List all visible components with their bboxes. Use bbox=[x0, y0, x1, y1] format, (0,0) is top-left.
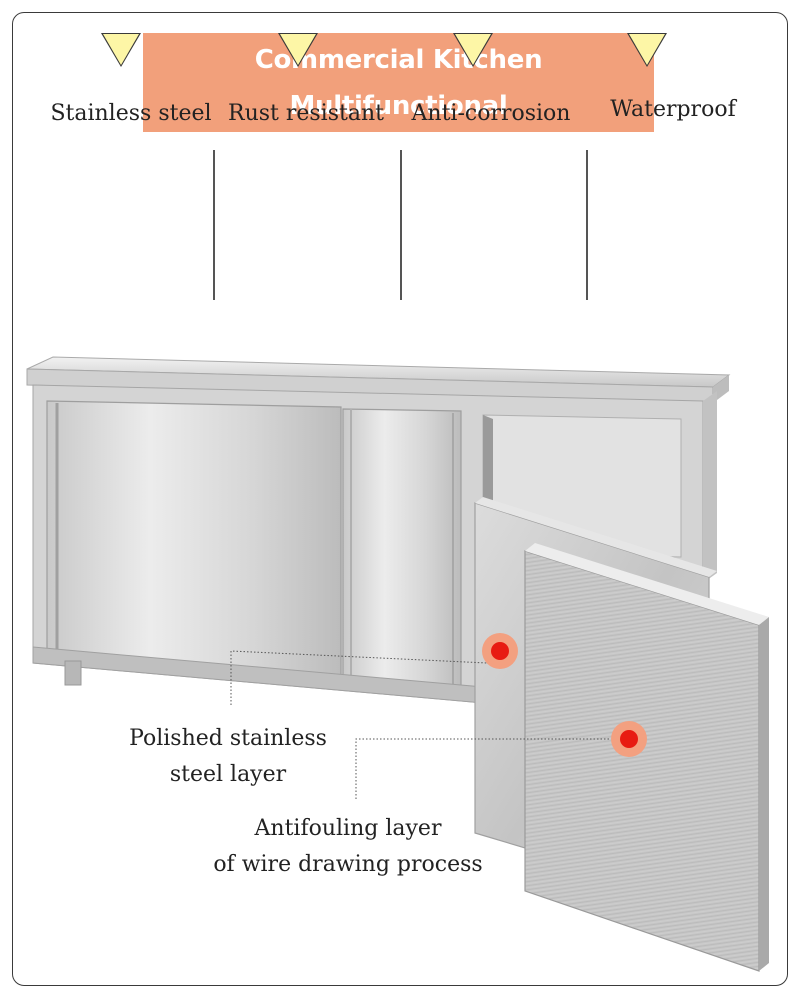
sliding-door-left bbox=[46, 400, 342, 678]
annotation-antifouling: Antifouling layer of wire drawing proces… bbox=[208, 811, 488, 883]
triangle-down-icon bbox=[453, 33, 493, 67]
feature-divider bbox=[400, 150, 402, 300]
cabinet-illustration bbox=[26, 356, 769, 972]
title-line-2: Workbench Cabinet bbox=[257, 137, 540, 167]
feature-label: Anti-corrosion bbox=[411, 101, 571, 126]
loose-door-front bbox=[524, 550, 760, 972]
annotation-polished: Polished stainless steel layer bbox=[103, 721, 353, 793]
title-banner: Commercial Kitchen Multifunctional Workb… bbox=[143, 33, 654, 167]
leader-line-polished bbox=[230, 650, 488, 705]
feature-label: Stainless steel bbox=[50, 101, 212, 126]
feature-waterproof: Waterproof bbox=[593, 13, 753, 165]
marker-polished-layer bbox=[482, 633, 518, 669]
annotation-polished-line-2: steel layer bbox=[169, 762, 287, 787]
leader-line-antifouling bbox=[355, 738, 609, 799]
annotation-antifouling-line-2: of wire drawing process bbox=[213, 852, 483, 877]
marker-antifouling-layer bbox=[611, 721, 647, 757]
feature-divider bbox=[586, 150, 588, 300]
feature-stainless-steel: Stainless steel bbox=[41, 13, 221, 165]
feature-anti-corrosion: Anti-corrosion bbox=[401, 13, 581, 165]
feature-divider bbox=[213, 150, 215, 300]
feature-label: Rust resistant bbox=[228, 101, 384, 126]
sliding-door-right bbox=[342, 408, 462, 690]
triangle-down-icon bbox=[278, 33, 318, 67]
triangle-down-icon bbox=[627, 33, 667, 67]
cabinet-leg bbox=[64, 660, 82, 686]
feature-label: Waterproof bbox=[610, 97, 736, 122]
annotation-polished-line-1: Polished stainless bbox=[129, 726, 327, 751]
triangle-down-icon bbox=[101, 33, 141, 67]
cabinet-right-side bbox=[703, 391, 717, 583]
annotation-antifouling-line-1: Antifouling layer bbox=[254, 816, 442, 841]
feature-rust-resistant: Rust resistant bbox=[216, 13, 396, 165]
page-frame: Commercial Kitchen Multifunctional Workb… bbox=[12, 12, 788, 986]
